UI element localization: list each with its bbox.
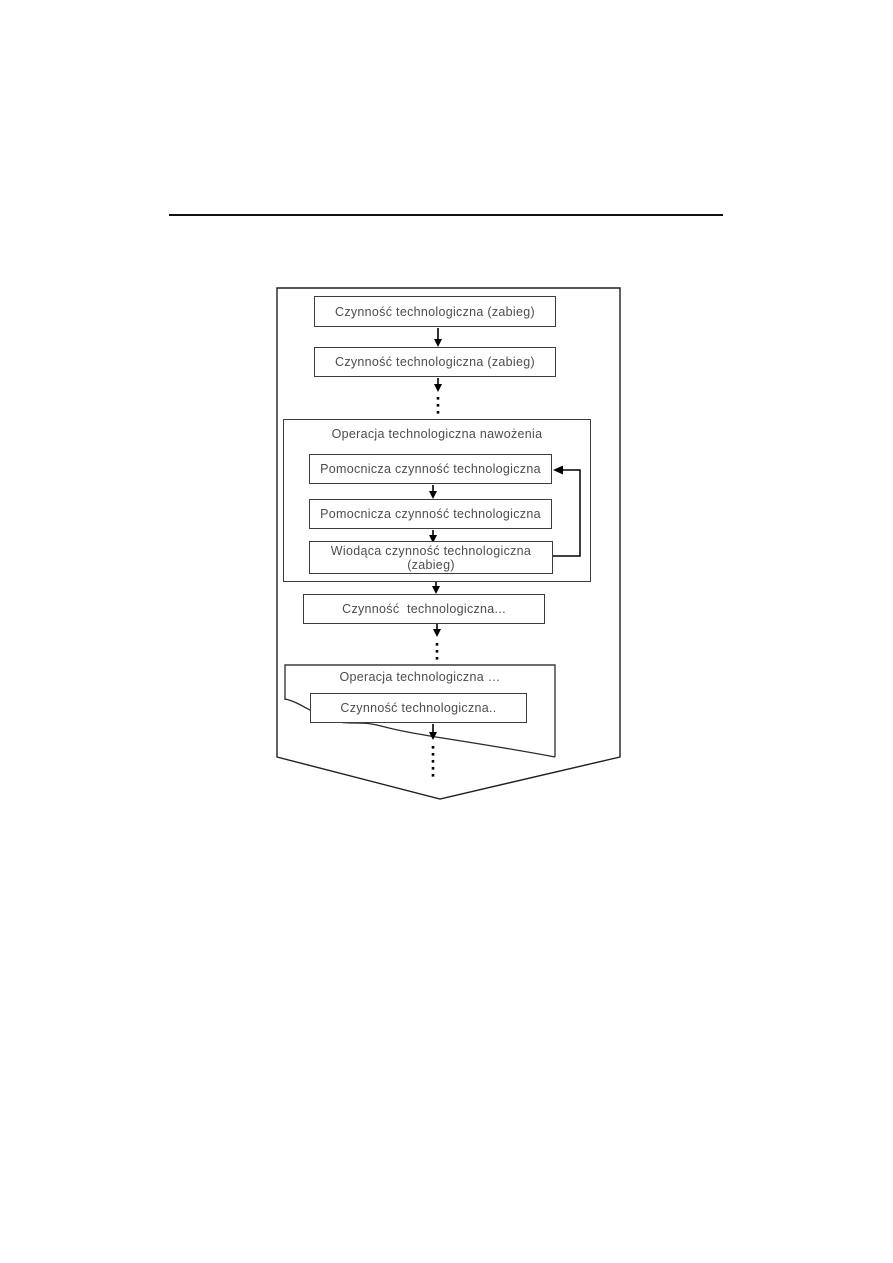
- operation2-step-box: Czynność technologiczna..: [310, 693, 527, 723]
- operation1-title: Operacja technologiczna nawożenia: [331, 427, 543, 441]
- operation2-partial-border: [284, 664, 556, 757]
- operation1-feedback-arrow: [553, 465, 581, 557]
- step-box-3-label: Czynność technologiczna...: [342, 602, 506, 616]
- step-box-2: Czynność technologiczna (zabieg): [314, 347, 556, 377]
- operation1-lead-line2: (zabieg): [407, 557, 455, 572]
- arrow-aux2-lead: [429, 530, 437, 543]
- arrow-step1-step2: [434, 328, 442, 347]
- step-box-1: Czynność technologiczna (zabieg): [314, 296, 556, 327]
- operation1-aux-box-2-label: Pomocnicza czynność technologiczna: [320, 507, 541, 521]
- step-box-1-label: Czynność technologiczna (zabieg): [335, 304, 535, 319]
- operation1-aux-box-1-label: Pomocnicza czynność technologiczna: [320, 462, 541, 476]
- operation1-aux-box-1: Pomocnicza czynność technologiczna: [309, 454, 552, 484]
- dotted-connector-2: [433, 624, 441, 661]
- step-box-2-label: Czynność technologiczna (zabieg): [335, 355, 535, 369]
- operation1-aux-box-2: Pomocnicza czynność technologiczna: [309, 499, 552, 529]
- section-divider-line: [169, 214, 723, 216]
- arrow-aux1-aux2: [429, 485, 437, 499]
- operation2-step-label: Czynność technologiczna..: [340, 701, 497, 715]
- dotted-connector-3: [429, 724, 437, 779]
- dotted-connector-1: [434, 378, 442, 418]
- operation1-lead-line1: Wiodąca czynność technologiczna: [330, 543, 532, 558]
- arrow-operation1-step3: [432, 582, 440, 594]
- operation1-lead-box: Wiodąca czynność technologiczna (zabieg): [309, 541, 553, 574]
- step-box-3: Czynność technologiczna...: [303, 594, 545, 624]
- operation2-title: Operacja technologiczna …: [339, 670, 501, 684]
- flow-container-outline: [276, 287, 621, 800]
- operation1-box: Operacja technologiczna nawożenia: [283, 419, 591, 582]
